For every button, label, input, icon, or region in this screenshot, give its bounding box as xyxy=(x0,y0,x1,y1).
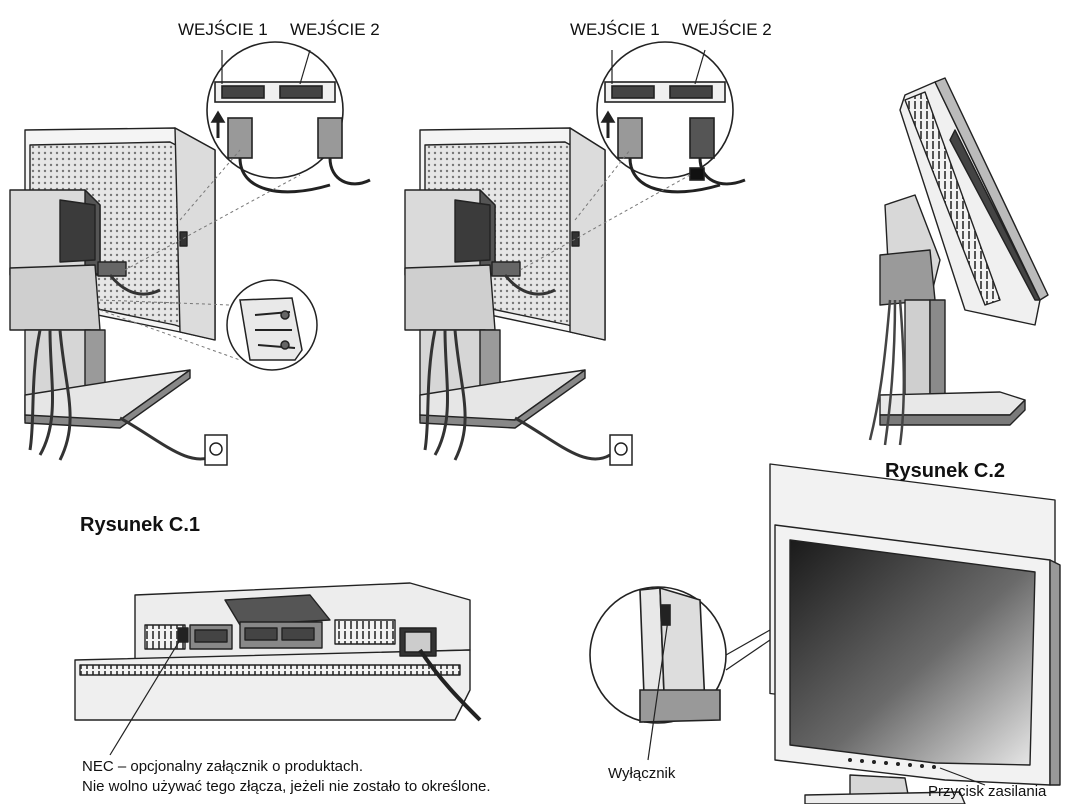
leader-power-button xyxy=(939,767,986,786)
leader-power-switch xyxy=(647,619,669,761)
leader-input2-a xyxy=(299,49,311,85)
cables-3 xyxy=(868,299,905,446)
power-cable xyxy=(418,648,482,722)
label-input-1-right: WEJŚCIE 1 xyxy=(570,20,660,39)
nec-note-line-2: Nie wolno używać tego złącza, jeżeli nie… xyxy=(82,778,491,795)
monitor-front-view xyxy=(769,463,1061,804)
leader-nec-connector xyxy=(109,639,181,756)
connector-zoom-2 xyxy=(596,41,746,194)
label-power-switch: Wyłącznik xyxy=(608,765,676,782)
wall-socket-1 xyxy=(204,434,228,466)
monitor-side-view xyxy=(879,77,1049,426)
label-input-2-left: WEJŚCIE 2 xyxy=(290,20,380,39)
cable-clip-zoom xyxy=(226,279,318,371)
monitor-rear-view-2 xyxy=(404,127,606,429)
caption-figure-c2: Rysunek C.2 xyxy=(885,460,1006,482)
label-power-button: Przycisk zasilania xyxy=(928,783,1047,800)
power-switch-zoom xyxy=(589,586,727,724)
cables-2 xyxy=(423,274,611,461)
nec-note-line-1: NEC – opcjonalny załącznik o produktach. xyxy=(82,758,363,775)
leader-input2-b xyxy=(694,49,706,85)
label-input-1-left: WEJŚCIE 1 xyxy=(178,20,268,39)
wall-socket-2 xyxy=(609,434,633,466)
caption-figure-c1: Rysunek C.1 xyxy=(80,514,201,536)
monitor-rear-view-1 xyxy=(9,127,216,429)
monitor-bottom-panel xyxy=(74,582,471,721)
label-input-2-right: WEJŚCIE 2 xyxy=(682,20,772,39)
connector-zoom-1 xyxy=(206,41,371,194)
